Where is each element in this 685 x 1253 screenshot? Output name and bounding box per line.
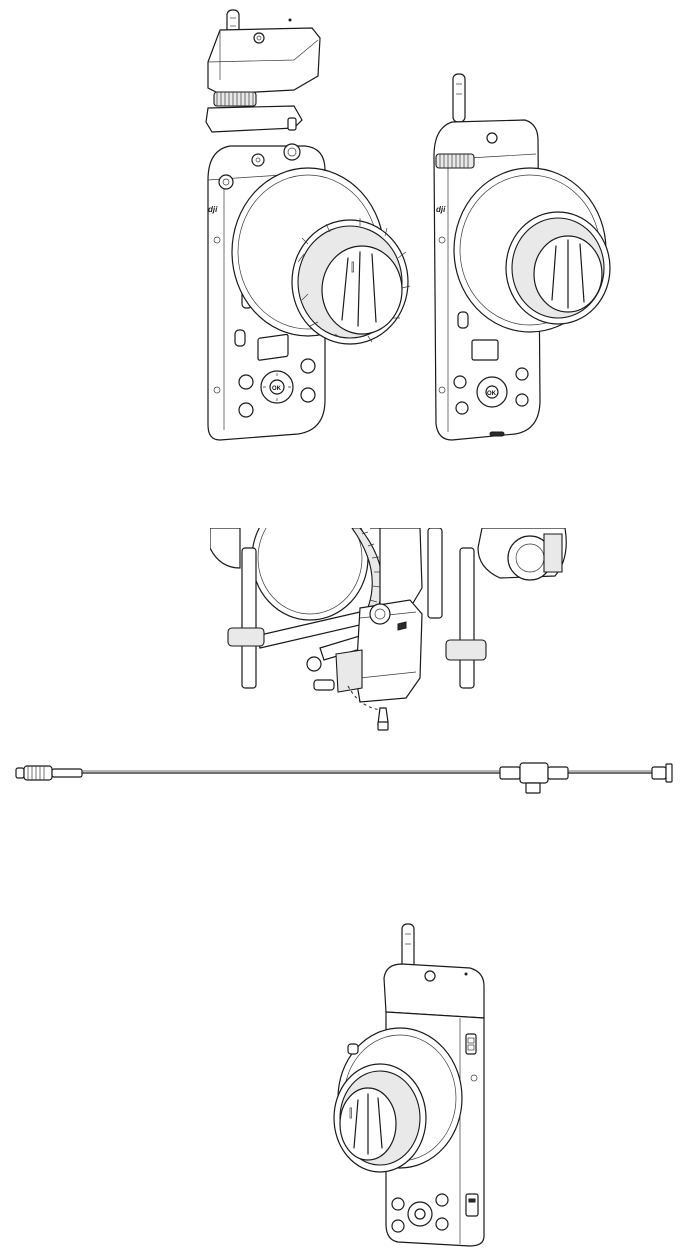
cable-illustration	[14, 755, 674, 795]
controller-assembled: dji OK	[434, 74, 610, 440]
ok-label: OK	[272, 386, 282, 392]
motor-rig-illustration	[210, 528, 570, 738]
controller-angled-illustration	[320, 918, 490, 1248]
ok-label-assembled: OK	[487, 391, 497, 397]
controller-mount-illustration: dji OK dji	[190, 0, 630, 450]
wireless-module-detached	[206, 10, 320, 132]
dji-logo-assembled: dji	[436, 205, 446, 214]
dji-logo: dji	[208, 205, 218, 214]
